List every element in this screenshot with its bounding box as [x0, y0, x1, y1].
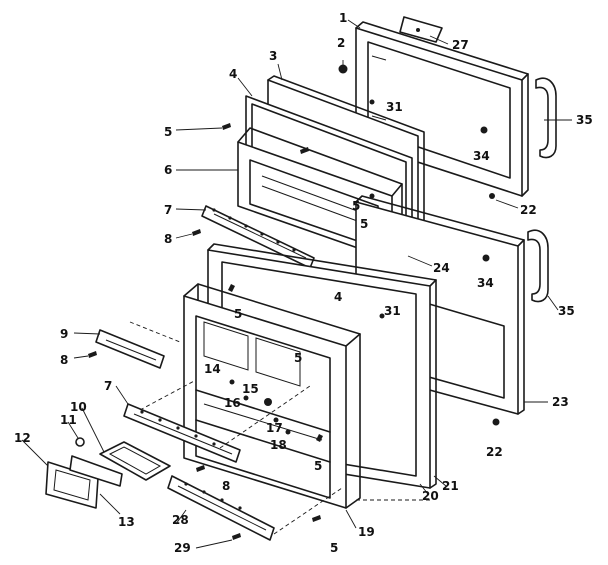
callout-31: 31 — [386, 100, 403, 114]
callout-34: 34 — [477, 276, 494, 290]
butter-tray-10 — [99, 441, 171, 481]
butter-door-12 — [45, 455, 123, 509]
callout-14: 14 — [204, 362, 221, 376]
door-handle-upper — [535, 77, 557, 159]
callout-5: 5 — [330, 541, 338, 555]
callout-22: 22 — [520, 203, 537, 217]
callout-23: 23 — [552, 395, 569, 409]
hinge-bracket-27 — [399, 16, 443, 43]
callout-5: 5 — [234, 307, 242, 321]
door-handle-lower — [527, 229, 549, 303]
callout-13: 13 — [118, 515, 135, 529]
callout-8: 8 — [222, 479, 230, 493]
callout-7: 7 — [104, 379, 112, 393]
callout-5: 5 — [360, 217, 368, 231]
callout-5: 5 — [164, 125, 172, 139]
callout-3: 3 — [269, 49, 277, 63]
callout-20: 20 — [422, 489, 439, 503]
callout-6: 6 — [164, 163, 172, 177]
plug-2 — [338, 60, 348, 74]
callout-21: 21 — [442, 479, 459, 493]
shelf-rail-7-lower — [123, 403, 241, 463]
callout-4: 4 — [334, 290, 342, 304]
callout-16: 16 — [224, 396, 241, 410]
callout-34: 34 — [473, 149, 490, 163]
assembly-lines — [129, 321, 430, 535]
screw-icons — [88, 99, 500, 540]
callout-18: 18 — [270, 438, 287, 452]
callout-5: 5 — [352, 199, 360, 213]
callout-35: 35 — [576, 113, 593, 127]
callout-5: 5 — [314, 459, 322, 473]
callout-10: 10 — [70, 400, 87, 414]
bottom-rail-28 — [167, 475, 275, 541]
callout-31: 31 — [384, 304, 401, 318]
callout-35: 35 — [558, 304, 575, 318]
callout-28: 28 — [172, 513, 189, 527]
callout-29: 29 — [174, 541, 191, 555]
callout-17: 17 — [266, 421, 283, 435]
callout-1: 1 — [339, 11, 347, 25]
hinge-pin-11 — [75, 437, 85, 447]
callout-5: 5 — [294, 351, 302, 365]
callout-27: 27 — [452, 38, 469, 52]
callout-8: 8 — [60, 353, 68, 367]
callout-22: 22 — [486, 445, 503, 459]
callout-15: 15 — [242, 382, 259, 396]
callout-7: 7 — [164, 203, 172, 217]
callout-12: 12 — [14, 431, 31, 445]
leader-lines — [21, 19, 572, 549]
callout-19: 19 — [358, 525, 375, 539]
callout-labels: 1 2 27 3 4 31 35 5 34 6 22 5 7 5 24 8 34… — [14, 11, 593, 555]
callout-11: 11 — [60, 413, 77, 427]
shelf-rail-9 — [95, 329, 165, 369]
callout-8: 8 — [164, 232, 172, 246]
callout-2: 2 — [337, 36, 345, 50]
callout-24: 24 — [433, 261, 450, 275]
callout-9: 9 — [60, 327, 68, 341]
callout-4: 4 — [229, 67, 237, 81]
